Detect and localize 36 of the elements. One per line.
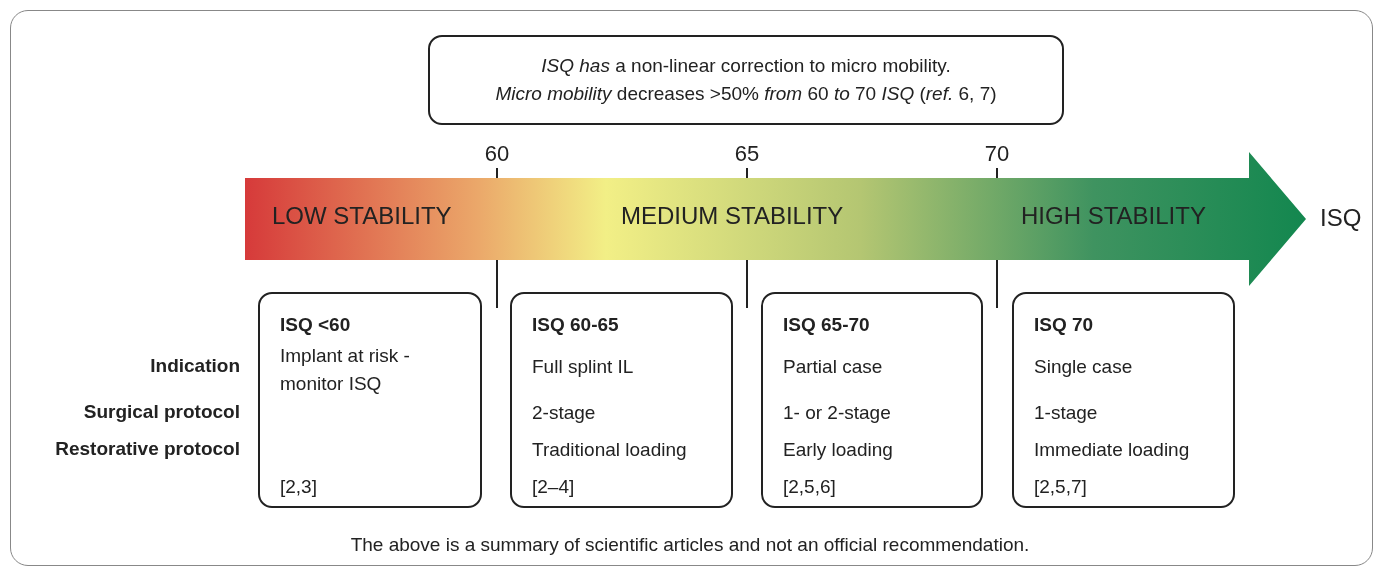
note-box	[428, 35, 1064, 125]
note-text: Micro mobility decreases >50% from 60 to 70 ISQ (ref. 6, 7)	[494, 83, 998, 105]
criteria-card	[510, 292, 733, 508]
tick-label: 60	[483, 141, 511, 167]
caption: The above is a summary of scientific articles and not an official recommendation.	[349, 534, 1031, 556]
card-text: Single case	[1034, 356, 1133, 378]
stability-label: HIGH STABILITY	[1021, 202, 1206, 230]
card-text: 1- or 2-stage	[783, 402, 891, 424]
card-text: [2,5,7]	[1034, 476, 1087, 498]
card-heading: ISQ <60	[280, 314, 351, 336]
card-heading: ISQ 70	[1034, 314, 1094, 336]
criteria-card	[258, 292, 482, 508]
row-label: Surgical protocol	[83, 401, 240, 423]
card-heading: ISQ 65-70	[783, 314, 870, 336]
card-text: 2-stage	[532, 402, 596, 424]
axis-label: ISQ	[1320, 204, 1362, 232]
card-text: [2,5,6]	[783, 476, 836, 498]
card-text: Implant at risk - monitor ISQ	[280, 344, 411, 396]
criteria-card	[761, 292, 983, 508]
row-label: Indication	[150, 355, 240, 377]
card-text: [2–4]	[532, 476, 575, 498]
stability-label: MEDIUM STABILITY	[621, 202, 844, 230]
card-text: Immediate loading	[1034, 439, 1190, 461]
card-heading: ISQ 60-65	[532, 314, 619, 336]
card-text: Full splint IL	[532, 356, 634, 378]
card-text: Traditional loading	[532, 439, 687, 461]
criteria-card	[1012, 292, 1235, 508]
card-text: Early loading	[783, 439, 893, 461]
card-text: [2,3]	[280, 476, 317, 498]
stability-label: LOW STABILITY	[272, 202, 452, 230]
row-label: Restorative protocol	[55, 438, 240, 460]
tick-label: 65	[733, 141, 761, 167]
note-text: ISQ has a non-linear correction to micro mobility.	[540, 55, 952, 77]
card-text: Partial case	[783, 356, 883, 378]
card-text: 1-stage	[1034, 402, 1098, 424]
tick-label: 70	[983, 141, 1011, 167]
